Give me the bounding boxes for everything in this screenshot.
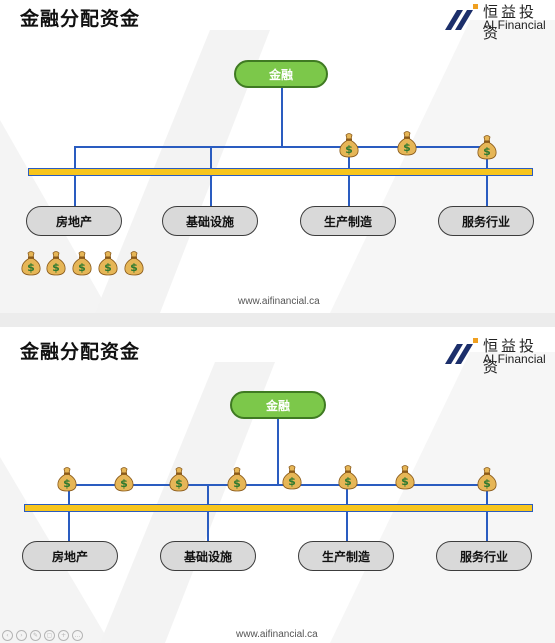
- svg-text:$: $: [344, 475, 352, 488]
- logo-english-name: AI Financial: [483, 18, 546, 32]
- svg-text:$: $: [483, 145, 491, 158]
- zoom-icon[interactable]: +: [58, 630, 69, 641]
- slide-2: 金融分配资金 恒益投资 AI Financial 金融 房地产 基础设施 生产制…: [0, 327, 555, 643]
- ai-financial-logo-icon: [445, 338, 478, 364]
- root-node-finance: 金融: [230, 391, 326, 419]
- node-drop-1: [68, 512, 70, 542]
- money-bag-icon: $: [71, 250, 93, 276]
- node-real-estate: 房地产: [22, 541, 118, 571]
- node-drop-4: [486, 176, 488, 206]
- company-logo: 恒益投资 AI Financial: [445, 2, 553, 42]
- svg-text:$: $: [345, 143, 353, 156]
- money-bag-icon: $: [168, 466, 190, 492]
- money-bag-icon: $: [396, 130, 418, 156]
- node-drop-2: [210, 176, 212, 206]
- slide-title: 金融分配资金: [20, 341, 141, 363]
- money-bag-icon: $: [56, 466, 78, 492]
- slide-title: 金融分配资金: [20, 8, 141, 30]
- logo-chinese-name: 恒益投资: [483, 337, 538, 376]
- svg-text:$: $: [120, 477, 128, 490]
- branch-drop-3: [346, 484, 348, 504]
- slide-player-controls: ‹ › ✎ ▢ + …: [2, 630, 83, 641]
- branch-drop-1: [68, 484, 70, 504]
- branch-line: [68, 484, 488, 486]
- pen-icon[interactable]: ✎: [30, 630, 41, 641]
- money-bag-icon: $: [123, 250, 145, 276]
- branch-line: [74, 146, 488, 148]
- distribution-bar: [24, 504, 533, 512]
- branch-drop-1: [74, 146, 76, 168]
- node-drop-4: [486, 512, 488, 542]
- node-drop-1: [74, 176, 76, 206]
- node-drop-3: [346, 512, 348, 542]
- svg-text:$: $: [63, 477, 71, 490]
- root-node-finance: 金融: [234, 60, 328, 88]
- node-manufacturing: 生产制造: [298, 541, 394, 571]
- svg-text:$: $: [288, 475, 296, 488]
- ai-financial-logo-icon: [445, 4, 478, 30]
- money-bag-icon: $: [394, 464, 416, 490]
- svg-text:$: $: [104, 261, 112, 274]
- distribution-bar: [28, 168, 533, 176]
- svg-text:$: $: [233, 477, 241, 490]
- root-connector: [277, 419, 279, 485]
- svg-text:$: $: [27, 261, 35, 274]
- branch-drop-4: [486, 484, 488, 504]
- copy-icon[interactable]: ▢: [44, 630, 55, 641]
- svg-text:$: $: [78, 261, 86, 274]
- svg-text:$: $: [175, 477, 183, 490]
- node-infrastructure: 基础设施: [160, 541, 256, 571]
- node-services: 服务行业: [438, 206, 534, 236]
- money-bag-icon: $: [20, 250, 42, 276]
- branch-drop-2: [210, 146, 212, 168]
- svg-text:$: $: [130, 261, 138, 274]
- money-bag-icon: $: [97, 250, 119, 276]
- branch-drop-2: [207, 484, 209, 504]
- money-bag-icon: $: [476, 134, 498, 160]
- svg-text:$: $: [403, 141, 411, 154]
- node-manufacturing: 生产制造: [300, 206, 396, 236]
- node-drop-2: [207, 512, 209, 542]
- money-bag-icon: $: [45, 250, 67, 276]
- node-real-estate: 房地产: [26, 206, 122, 236]
- money-bag-icon: $: [337, 464, 359, 490]
- svg-text:$: $: [483, 477, 491, 490]
- node-drop-3: [348, 176, 350, 206]
- logo-chinese-name: 恒益投资: [483, 3, 538, 42]
- svg-text:$: $: [401, 475, 409, 488]
- more-icon[interactable]: …: [72, 630, 83, 641]
- next-icon[interactable]: ›: [16, 630, 27, 641]
- company-logo: 恒益投资 AI Financial: [445, 336, 553, 376]
- logo-english-name: AI Financial: [483, 352, 546, 366]
- money-bag-icon: $: [113, 466, 135, 492]
- prev-icon[interactable]: ‹: [2, 630, 13, 641]
- money-bag-icon: $: [226, 466, 248, 492]
- footer-url: www.aifinancial.ca: [238, 296, 320, 307]
- node-infrastructure: 基础设施: [162, 206, 258, 236]
- money-bag-icon: $: [338, 132, 360, 158]
- slide-1: 金融分配资金 恒益投资 AI Financial 金融 房地产 基础设施 生产制…: [0, 0, 555, 313]
- money-bag-icon: $: [281, 464, 303, 490]
- svg-text:$: $: [52, 261, 60, 274]
- node-services: 服务行业: [436, 541, 532, 571]
- money-bag-icon: $: [476, 466, 498, 492]
- footer-url: www.aifinancial.ca: [236, 629, 318, 640]
- root-connector: [281, 88, 283, 147]
